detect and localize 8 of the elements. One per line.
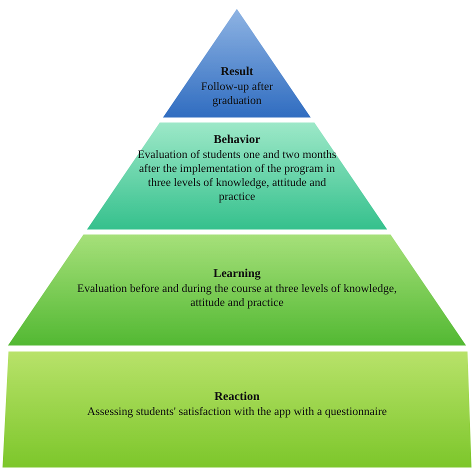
tier-description: Follow-up after graduation [200,80,274,108]
tier-heading: Reaction [213,389,261,403]
tier-description: Evaluation before and during the course at three levels of knowledge, attitude and practice [77,282,397,310]
tier-description: Evaluation of students one and two months after the implementation of the program in three levels of knowledge, attitude and practice [136,148,337,204]
tier-description: Assessing students' satisfaction with the app with a questionnaire [86,405,388,419]
tier-heading: Learning [212,266,262,280]
tier-heading: Result [220,64,254,78]
tier-heading: Behavior [212,132,262,146]
